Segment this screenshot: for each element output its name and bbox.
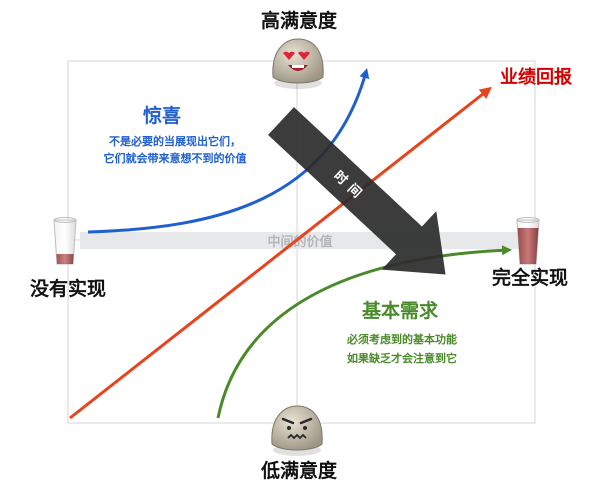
basic-needs-desc-line-2: 如果缺乏才会注意到它 xyxy=(347,351,457,365)
bottom-label: 低满意度 xyxy=(260,459,338,482)
basic-needs-desc-line-1: 必须考虑到的基本功能 xyxy=(346,332,457,346)
left-label: 没有实现 xyxy=(30,277,106,300)
happy-blob-icon xyxy=(272,38,324,89)
empty-glass-icon xyxy=(53,217,77,265)
right-label: 完全实现 xyxy=(492,266,568,289)
time-arrow: 时间 xyxy=(268,107,446,275)
angry-blob-icon xyxy=(271,405,323,456)
performance-line xyxy=(69,86,492,420)
delighters-title: 惊喜 xyxy=(143,104,181,127)
full-glass-icon xyxy=(516,217,540,265)
basic-needs-title: 基本需求 xyxy=(361,299,439,322)
performance-label: 业绩回报 xyxy=(500,66,572,88)
delighters-desc-line-2: 它们就会带来意想不到的价值 xyxy=(104,151,247,165)
delighters-desc-line-1: 不是必要的当展现出它们， xyxy=(109,134,241,148)
center-band-label: 中间的价值 xyxy=(267,234,332,250)
delighters-curve xyxy=(87,68,370,234)
top-label: 高满意度 xyxy=(261,9,338,32)
